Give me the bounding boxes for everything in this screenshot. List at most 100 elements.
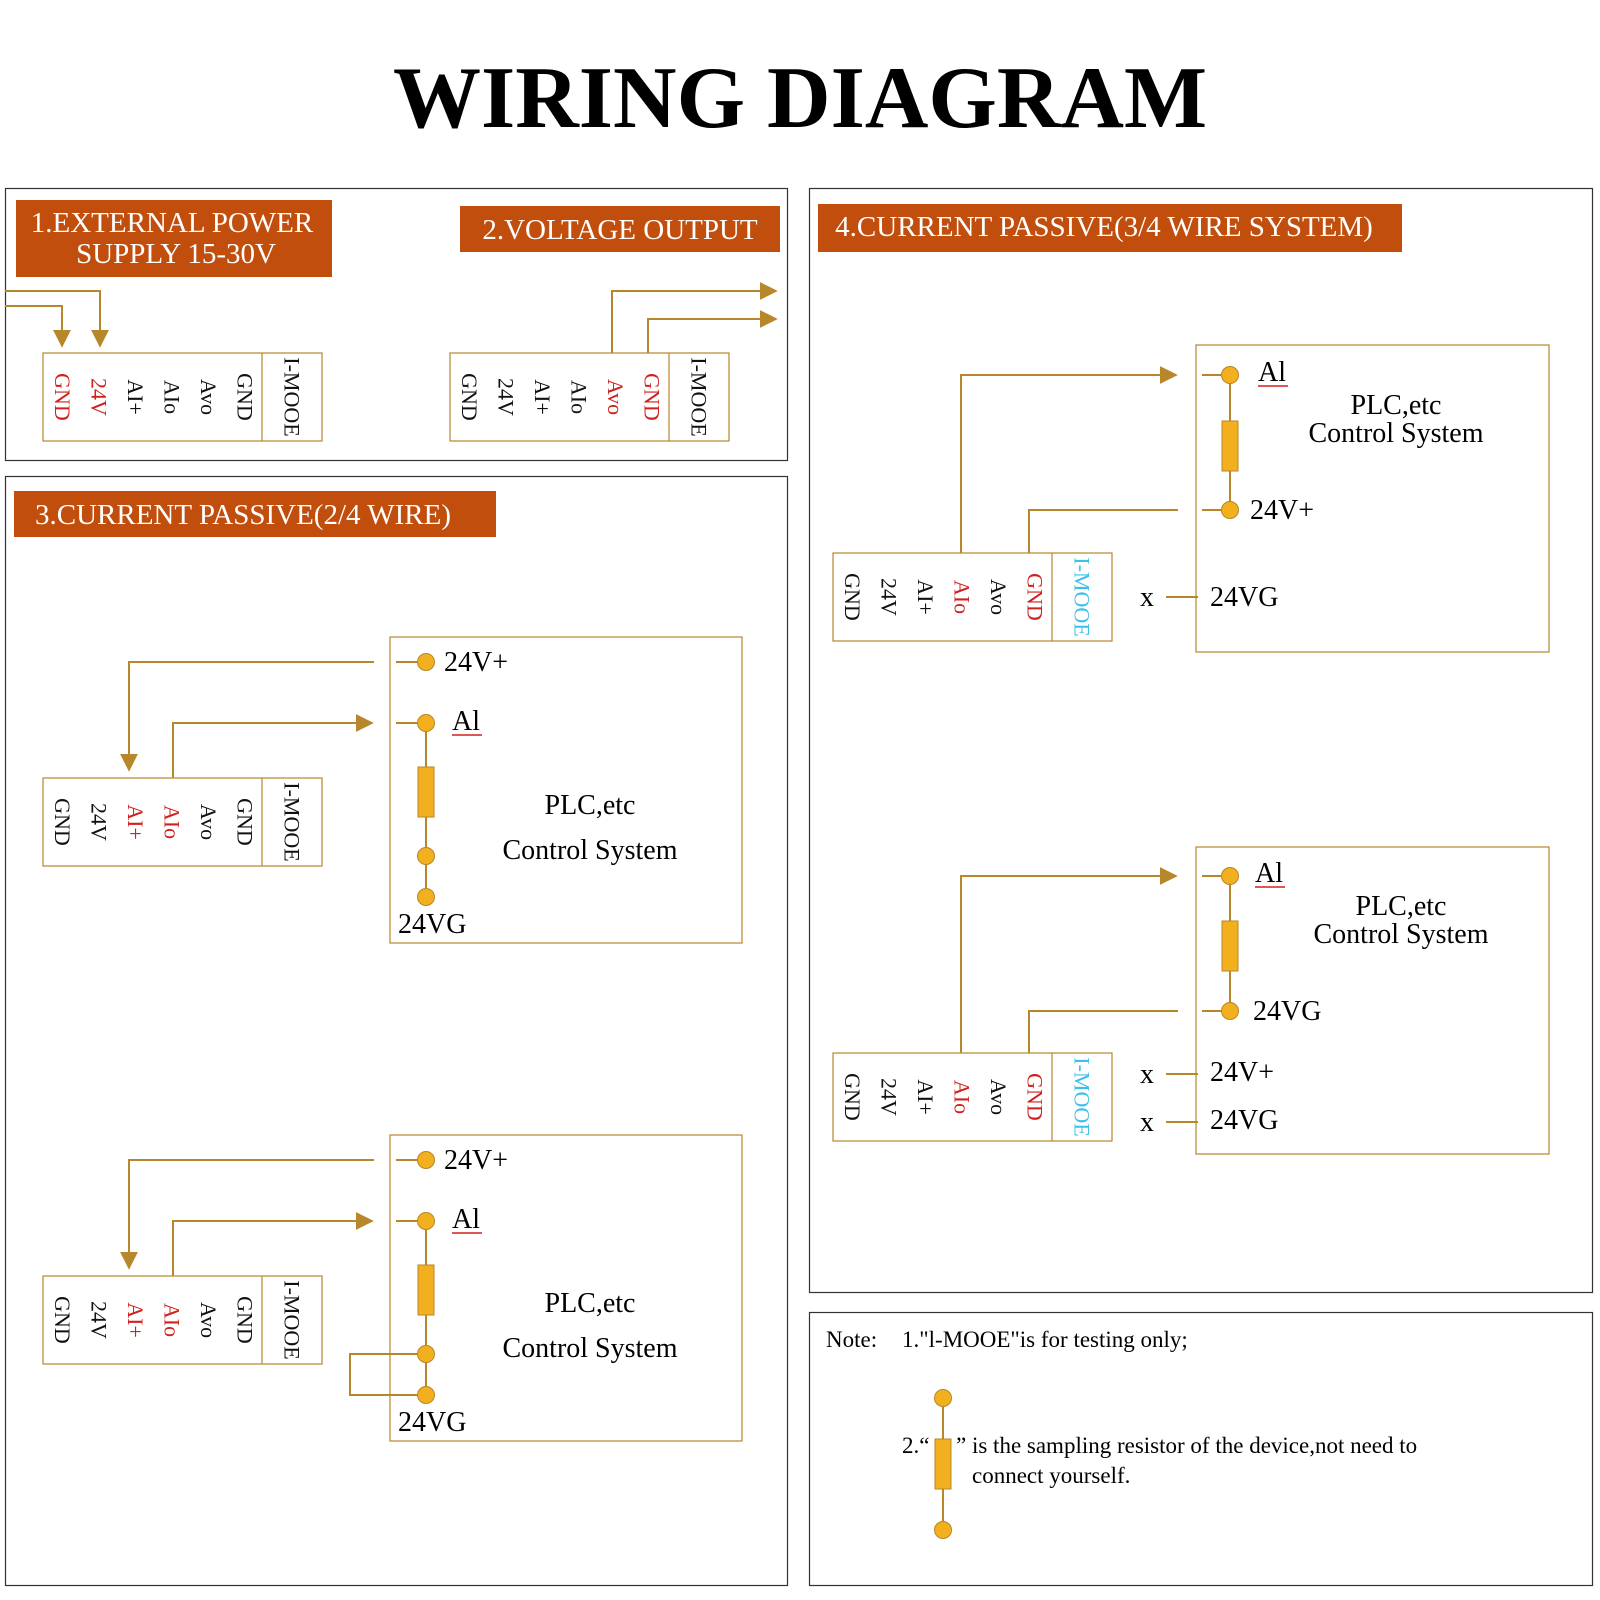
node-24v-plus [1221,501,1239,519]
plc-box-s4a [1195,344,1550,653]
pin-label-aiplus: AI+ [530,379,555,415]
wire-s3b-24v [120,1159,374,1270]
pin-label-avo: Avo [986,579,1011,615]
pin-label-aiplus: AI+ [123,1302,148,1338]
label-24v-plus: 24V+ [1250,495,1314,526]
wire-s4a-aio [960,366,1178,553]
pin-label-gnd: GND [50,798,75,846]
node-ai [417,714,435,732]
note-2-line2: connect yourself. [972,1463,1130,1488]
label-ai: Al [1255,858,1283,889]
section-2-header: 2.VOLTAGE OUTPUT [460,206,780,252]
section-1-header-line2: SUPPLY 15-30V [76,238,276,270]
sampling-resistor [1221,920,1239,972]
wire-s4b-gnd [1028,1010,1178,1053]
wire-s3b-aio [172,1212,374,1276]
label-24vg: 24VG [398,909,466,940]
x-mark: x [1140,1059,1154,1090]
device-label: I-MOOE [280,782,305,861]
pin-label-avo: Avo [603,379,628,415]
pin-label-aiplus: AI+ [123,379,148,415]
label-ai: Al [452,706,480,737]
pin-label-avo: Avo [196,804,221,840]
pin-label-aiplus: AI+ [123,804,148,840]
label-ai: Al [1258,357,1286,388]
pin-label-gnd: GND [1022,1073,1047,1121]
section-1-header: 1.EXTERNAL POWER SUPPLY 15-30V [16,200,332,277]
label-24vg: 24VG [398,1407,466,1438]
pin-label-24v: 24V [876,578,901,616]
pin-label-avo: Avo [986,1079,1011,1115]
node-ai [417,1212,435,1230]
pin-label-aiplus: AI+ [913,1079,938,1115]
pin-label-avo: Avo [196,379,221,415]
terminal-block-frame [42,1275,323,1365]
plc-label-line2: Control System [1308,418,1483,449]
pin-label-aio: AIo [159,380,184,414]
pin-label-aio: AIo [566,380,591,414]
terminal-block-frame [42,352,323,442]
note-1: 1."l-MOOE"is for testing only; [902,1327,1188,1352]
pin-label-24v: 24V [86,378,111,416]
terminal-block-frame [832,552,1113,642]
node-24vg [1221,1002,1239,1020]
device-label: I-MOOE [1070,1057,1095,1136]
pin-label-gnd: GND [457,373,482,421]
pin-label-gnd: GND [232,1296,257,1344]
sampling-resistor [417,1264,435,1316]
plc-label-line1: PLC,etc [1351,390,1442,421]
pin-label-aio: AIo [949,580,974,614]
terminal-block-frame [42,777,323,867]
x-mark: x [1140,1107,1154,1138]
pin-label-24v: 24V [876,1078,901,1116]
node-24vg [417,1386,435,1404]
terminal-block-frame [449,352,730,442]
label-24v-plus: 24V+ [444,647,508,678]
sampling-resistor-icon [934,1389,952,1539]
wire-s3a-24v [120,661,374,772]
node-mid [417,847,435,865]
label-24vg: 24VG [1210,1105,1278,1136]
plc-label-line2: Control System [502,1333,677,1364]
pin-label-24v: 24V [86,803,111,841]
pin-label-aio: AIo [949,1080,974,1114]
wire-s3b-jumper [349,1353,426,1396]
device-label: I-MOOE [1070,557,1095,636]
note-2-end: ” is the sampling resistor of the device… [956,1433,1417,1458]
plc-label-line1: PLC,etc [545,790,636,821]
wire-s2-avo [611,282,778,353]
sampling-resistor [1221,420,1239,472]
pin-label-avo: Avo [196,1302,221,1338]
node-24v-plus [417,1151,435,1169]
page-title: WIRING DIAGRAM [393,50,1207,147]
device-label: I-MOOE [280,357,305,436]
plc-label-line1: PLC,etc [1356,891,1447,922]
wire-s4b-aio [960,867,1178,1053]
section-3-header: 3.CURRENT PASSIVE(2/4 WIRE) [14,491,496,537]
section-2-header-text: 2.VOLTAGE OUTPUT [482,214,758,246]
panel-notes [808,1311,1594,1587]
wire-s3a-aio [172,714,374,778]
node-ai [1221,867,1239,885]
section-4-header-text: 4.CURRENT PASSIVE(3/4 WIRE SYSTEM) [835,211,1373,243]
node-ai [1221,366,1239,384]
panel-4 [808,187,1594,1294]
sampling-resistor [417,766,435,818]
x-mark: x [1140,582,1154,613]
section-4-header: 4.CURRENT PASSIVE(3/4 WIRE SYSTEM) [818,204,1402,252]
plc-label-line2: Control System [502,835,677,866]
plc-box-s4b [1195,846,1550,1155]
note-prefix: Note: [826,1327,877,1352]
pin-label-aio: AIo [159,1303,184,1337]
pin-label-gnd: GND [232,373,257,421]
wire-s2-gnd [647,310,778,353]
pin-label-24v: 24V [493,378,518,416]
label-24vg: 24VG [1210,582,1278,613]
note-2-start: 2.“ [902,1433,929,1458]
